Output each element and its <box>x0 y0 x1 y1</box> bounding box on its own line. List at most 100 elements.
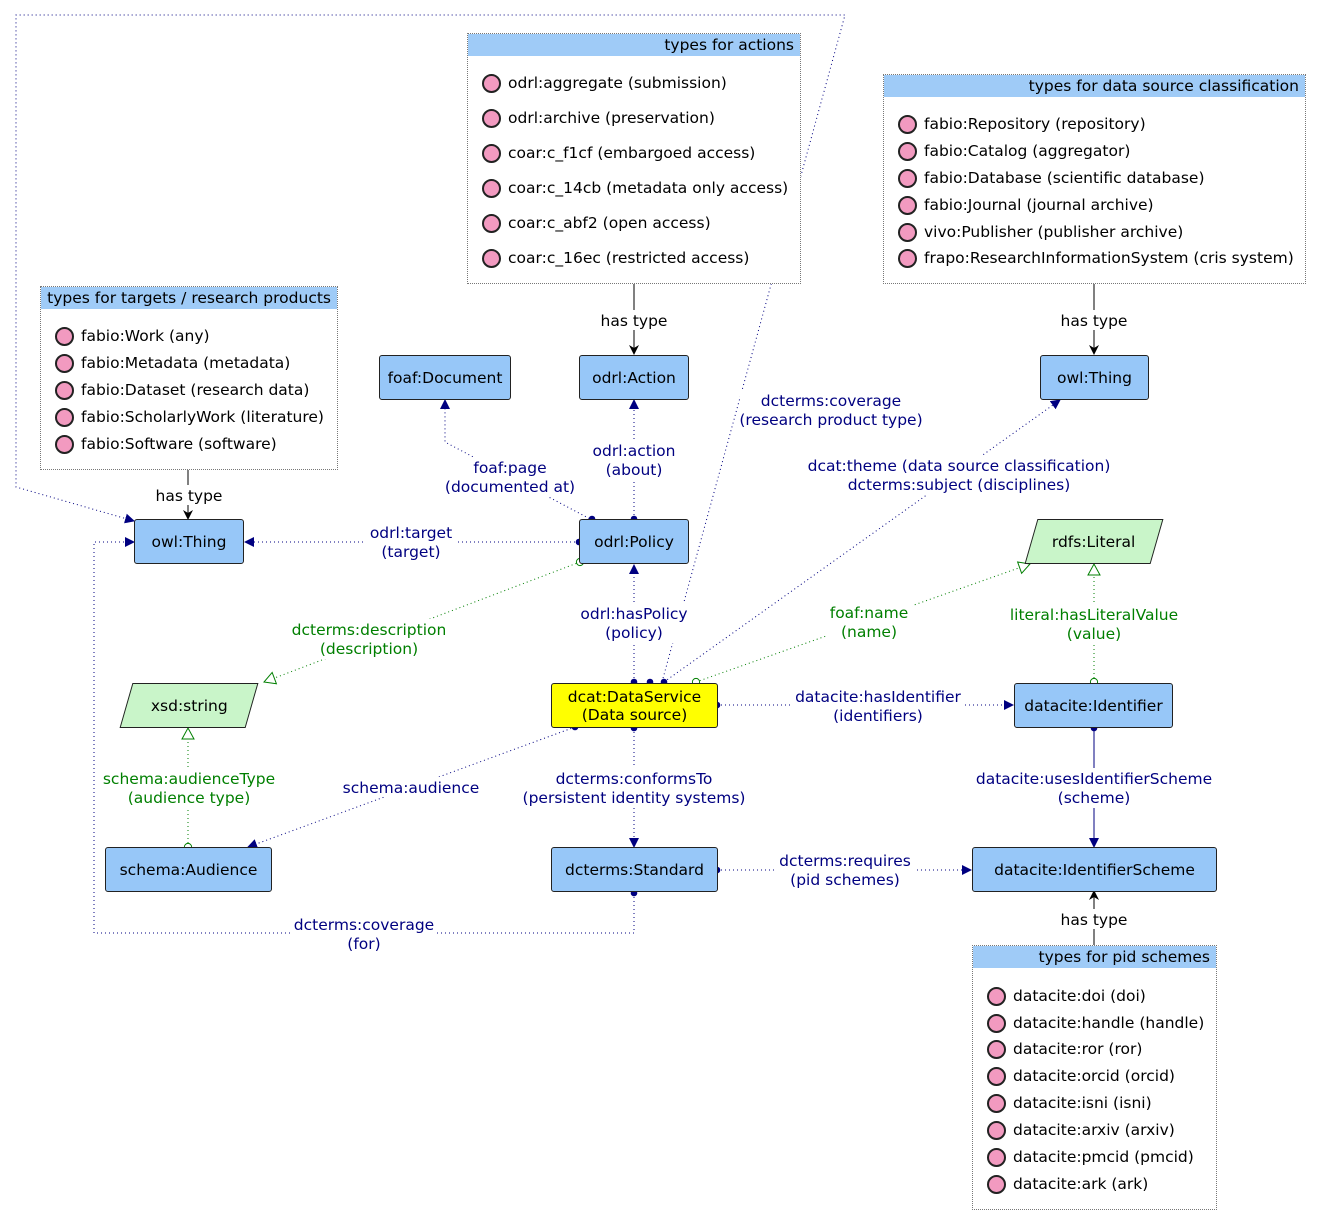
individual-icon <box>482 213 501 233</box>
label-conforms-to-1: dcterms:conformsTo <box>556 770 713 788</box>
individual-icon <box>55 407 74 427</box>
individual-icon <box>482 143 501 163</box>
label-odrl-action-2: (about) <box>606 461 663 479</box>
individual-icon <box>987 1120 1006 1140</box>
node-label: rdfs:Literal <box>1052 532 1136 551</box>
panel-title: types for data source classification <box>884 75 1305 97</box>
label-has-type-targets: has type <box>156 487 223 505</box>
item-label: fabio:ScholarlyWork (literature) <box>81 408 324 426</box>
list-item: frapo:ResearchInformationSystem (cris sy… <box>898 246 1294 270</box>
node-label: dcterms:Standard <box>565 860 704 879</box>
list-item: coar:c_14cb (metadata only access) <box>482 176 788 200</box>
individual-icon <box>898 141 917 161</box>
item-label: datacite:orcid (orcid) <box>1013 1067 1175 1085</box>
node-data-service[interactable]: dcat:DataService (Data source) <box>551 683 718 728</box>
item-label: datacite:arxiv (arxiv) <box>1013 1121 1175 1139</box>
list-item: coar:c_16ec (restricted access) <box>482 246 749 270</box>
individual-icon <box>987 1093 1006 1113</box>
item-label: odrl:aggregate (submission) <box>508 74 727 92</box>
label-literal-value-2: (value) <box>1067 625 1121 643</box>
list-item: odrl:aggregate (submission) <box>482 71 727 95</box>
node-label: foaf:Document <box>387 368 503 387</box>
label-uses-scheme-2: (scheme) <box>1058 789 1131 807</box>
item-label: coar:c_16ec (restricted access) <box>508 249 750 267</box>
label-description-1: dcterms:description <box>292 621 447 639</box>
node-odrl-policy[interactable]: odrl:Policy <box>579 519 689 564</box>
node-label: datacite:Identifier <box>1024 696 1163 715</box>
node-xsd-string[interactable]: xsd:string <box>119 683 259 728</box>
list-item: datacite:doi (doi) <box>987 984 1146 1008</box>
label-coverage-top-2: (research product type) <box>739 411 922 429</box>
individual-icon <box>482 178 501 198</box>
list-item: datacite:arxiv (arxiv) <box>987 1118 1175 1142</box>
node-datacite-identifier[interactable]: datacite:Identifier <box>1014 683 1173 728</box>
individual-icon <box>898 168 917 188</box>
label-literal-value-1: literal:hasLiteralValue <box>1010 606 1178 624</box>
item-label: fabio:Journal (journal archive) <box>924 196 1154 214</box>
individual-icon <box>987 1013 1006 1033</box>
item-label: datacite:ark (ark) <box>1013 1175 1149 1193</box>
individual-icon <box>482 248 501 268</box>
individual-icon <box>55 434 74 454</box>
panel-types-for-pid-schemes: types for pid schemes datacite:doi (doi)… <box>972 945 1217 1210</box>
label-odrl-target-2: (target) <box>381 543 440 561</box>
node-dcterms-standard[interactable]: dcterms:Standard <box>551 847 718 892</box>
individual-icon <box>55 380 74 400</box>
list-item: vivo:Publisher (publisher archive) <box>898 220 1183 244</box>
label-foaf-page-1: foaf:page <box>473 459 546 477</box>
item-label: datacite:isni (isni) <box>1013 1094 1152 1112</box>
label-coverage-top-1: dcterms:coverage <box>761 392 901 410</box>
individual-icon <box>987 1174 1006 1194</box>
label-description-2: (description) <box>320 640 418 658</box>
node-identifier-scheme[interactable]: datacite:IdentifierScheme <box>972 847 1217 892</box>
item-label: fabio:Repository (repository) <box>924 115 1146 133</box>
node-label: owl:Thing <box>151 532 227 551</box>
individual-icon <box>55 353 74 373</box>
node-owl-thing-right[interactable]: owl:Thing <box>1040 355 1149 400</box>
list-item: fabio:Repository (repository) <box>898 112 1146 136</box>
individual-icon <box>898 114 917 134</box>
individual-icon <box>898 222 917 242</box>
label-requires-1: dcterms:requires <box>779 852 911 870</box>
list-item: coar:c_abf2 (open access) <box>482 211 711 235</box>
list-item: odrl:archive (preservation) <box>482 106 715 130</box>
item-label: coar:c_abf2 (open access) <box>508 214 711 232</box>
list-item: datacite:orcid (orcid) <box>987 1064 1175 1088</box>
item-label: vivo:Publisher (publisher archive) <box>924 223 1184 241</box>
list-item: datacite:handle (handle) <box>987 1011 1204 1035</box>
label-dcat-theme-1: dcat:theme (data source classification) <box>808 457 1111 475</box>
label-foaf-page-2: (documented at) <box>445 478 575 496</box>
node-owl-thing-left[interactable]: owl:Thing <box>134 519 244 564</box>
edge-coverage-top-frame <box>15 14 846 683</box>
node-label: dcat:DataService (Data source) <box>567 687 702 724</box>
individual-icon <box>482 73 501 93</box>
item-label: fabio:Work (any) <box>81 327 210 345</box>
item-label: fabio:Catalog (aggregator) <box>924 142 1131 160</box>
edge-dcterms-description <box>263 557 585 685</box>
label-odrl-action-1: odrl:action <box>593 442 676 460</box>
node-schema-audience[interactable]: schema:Audience <box>105 847 272 892</box>
node-odrl-action[interactable]: odrl:Action <box>579 355 689 400</box>
node-label: schema:Audience <box>119 860 258 879</box>
panel-types-for-classification: types for data source classification fab… <box>883 74 1306 284</box>
item-label: odrl:archive (preservation) <box>508 109 715 127</box>
item-label: fabio:Database (scientific database) <box>924 169 1205 187</box>
label-foaf-name-2: (name) <box>841 623 897 641</box>
individual-icon <box>482 108 501 128</box>
label-has-identifier-2: (identifiers) <box>833 707 923 725</box>
node-label: odrl:Action <box>592 368 676 387</box>
node-foaf-document[interactable]: foaf:Document <box>379 355 511 400</box>
edge-coverage-for <box>93 537 638 934</box>
individual-icon <box>898 195 917 215</box>
label-dcat-theme-2: dcterms:subject (disciplines) <box>848 476 1071 494</box>
list-item: fabio:Metadata (metadata) <box>55 351 290 375</box>
individual-icon <box>898 248 917 268</box>
item-label: datacite:pmcid (pmcid) <box>1013 1148 1194 1166</box>
individual-icon <box>987 1039 1006 1059</box>
node-rdfs-literal[interactable]: rdfs:Literal <box>1024 519 1164 564</box>
list-item: fabio:Dataset (research data) <box>55 378 309 402</box>
individual-icon <box>987 1147 1006 1167</box>
list-item: datacite:isni (isni) <box>987 1091 1152 1115</box>
panel-title: types for pid schemes <box>973 946 1216 968</box>
